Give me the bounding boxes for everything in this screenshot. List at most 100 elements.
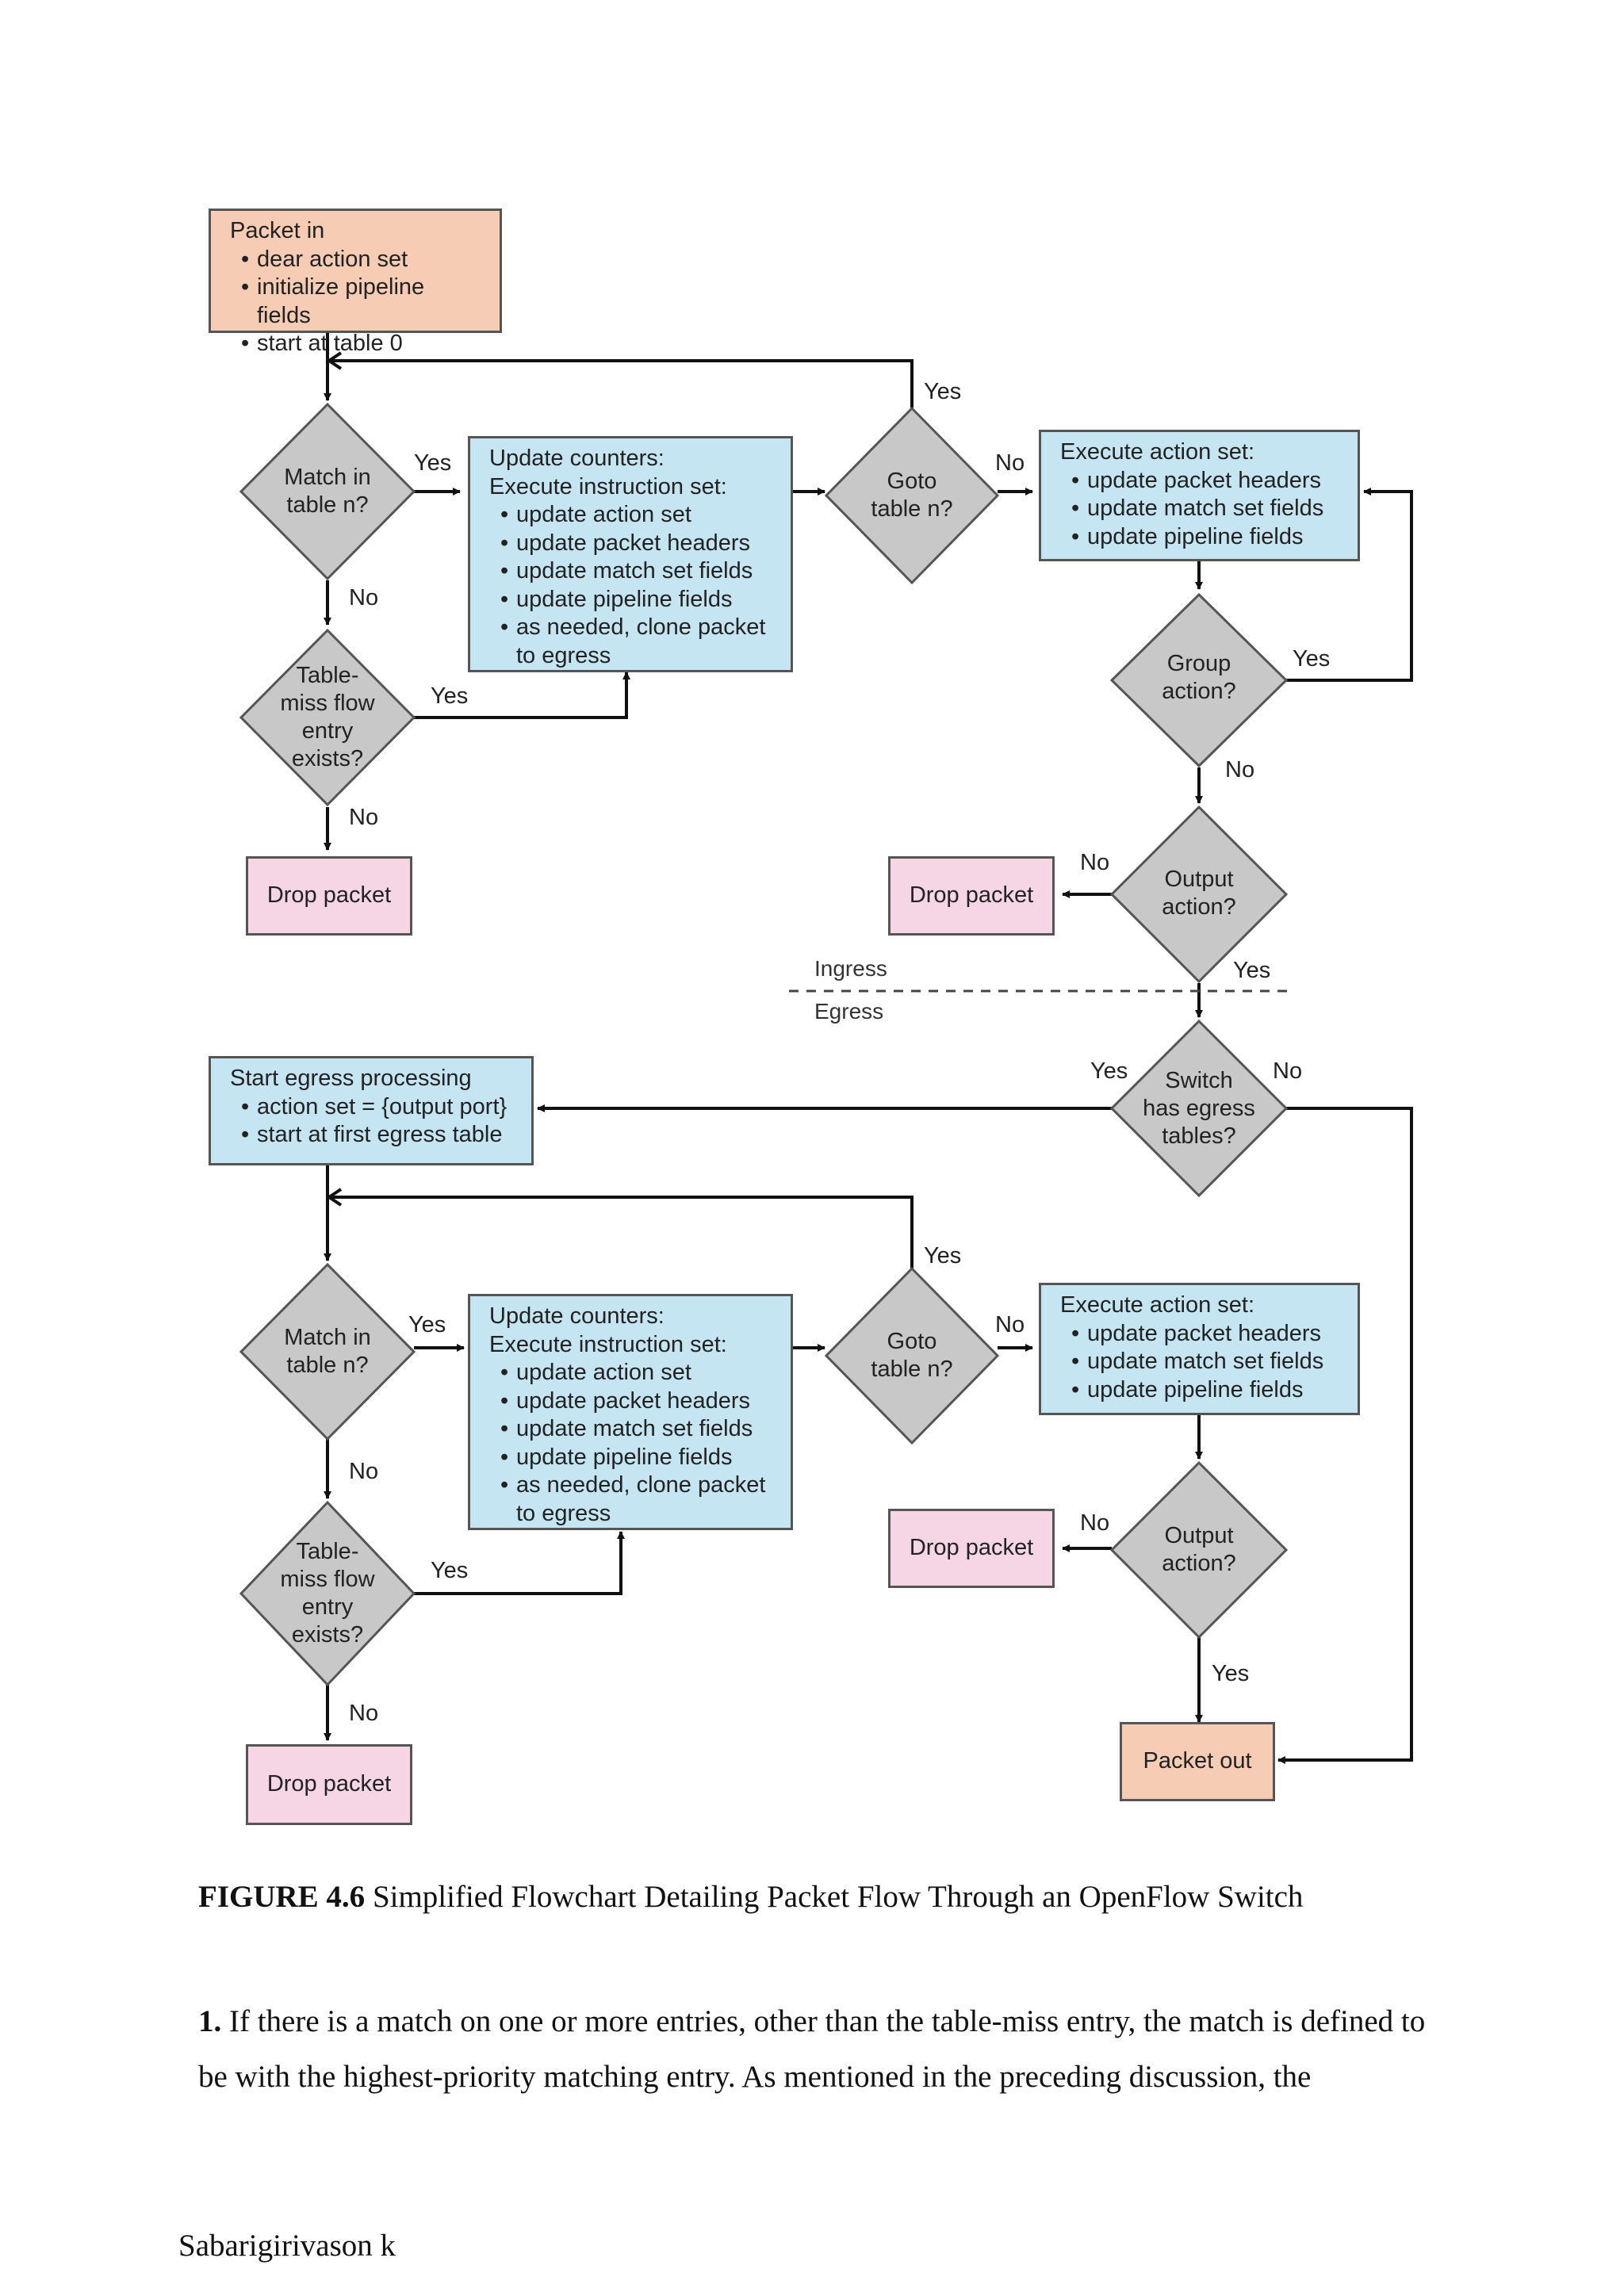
- update-item: as needed, clone packet: [500, 1471, 772, 1500]
- yes-label: Yes: [414, 450, 452, 476]
- table-miss-decision: Table- miss flow entry exists?: [265, 1534, 390, 1653]
- packet-in-item: start at table 0: [241, 330, 481, 358]
- table-miss-text: miss flow: [280, 1567, 375, 1592]
- match-text: Match in: [284, 465, 371, 490]
- no-label: No: [349, 805, 379, 830]
- update-list: update action set update packet headers …: [489, 501, 772, 642]
- update-item: update action set: [500, 501, 772, 530]
- exec-item: update packet headers: [1071, 467, 1339, 496]
- figure-caption-text: Simplified Flowchart Detailing Packet Fl…: [372, 1880, 1304, 1914]
- egress-label: Egress: [814, 999, 884, 1024]
- drop-packet-box: Drop packet: [888, 1509, 1055, 1588]
- update-subtitle: Execute instruction set:: [489, 1331, 727, 1357]
- yes-label: Yes: [924, 1243, 962, 1269]
- no-label: No: [995, 1312, 1025, 1337]
- drop-packet-box: Drop packet: [888, 856, 1055, 936]
- no-label: No: [1080, 1510, 1110, 1536]
- no-label: No: [1273, 1058, 1303, 1084]
- update-item: update match set fields: [500, 557, 772, 586]
- figure-caption: FIGURE 4.6 Simplified Flowchart Detailin…: [198, 1879, 1303, 1915]
- yes-label: Yes: [1293, 646, 1331, 672]
- paragraph-number: 1.: [198, 2004, 222, 2038]
- output-text: Output: [1164, 1523, 1234, 1548]
- start-egress-item: action set = {output port}: [241, 1093, 512, 1122]
- packet-in-item: initialize pipeline fields: [241, 274, 481, 330]
- drop-packet-label: Drop packet: [909, 1535, 1034, 1561]
- update-tail: to egress: [516, 642, 611, 668]
- match-text: Match in: [284, 1325, 371, 1350]
- output-text: action?: [1162, 894, 1236, 920]
- no-label: No: [1080, 850, 1110, 875]
- drop-packet-label: Drop packet: [909, 882, 1034, 909]
- exec-list: update packet headers update match set f…: [1060, 467, 1339, 552]
- execute-action-set-box: Execute action set: update packet header…: [1039, 430, 1360, 561]
- packet-in-title: Packet in: [230, 218, 325, 243]
- switch-text: tables?: [1162, 1123, 1236, 1149]
- exec-item: update pipeline fields: [1071, 523, 1339, 552]
- switch-egress-decision: Switch has egress tables?: [1132, 1062, 1266, 1154]
- author-footer: Sabarigirivason k: [178, 2229, 396, 2263]
- no-label: No: [349, 1701, 379, 1726]
- update-item: update match set fields: [500, 1415, 772, 1444]
- table-miss-text: entry: [301, 1594, 354, 1620]
- match-text: table n?: [286, 492, 369, 518]
- table-miss-text: exists?: [291, 1622, 364, 1647]
- exec-item: update pipeline fields: [1071, 1376, 1339, 1405]
- goto-text: table n?: [871, 1357, 953, 1382]
- update-list: update action set update packet headers …: [489, 1359, 772, 1500]
- table-miss-decision: Table- miss flow entry exists?: [265, 658, 390, 777]
- connector-lines: [324, 333, 1413, 1764]
- exec-item: update match set fields: [1071, 495, 1339, 523]
- start-egress-box: Start egress processing action set = {ou…: [209, 1056, 534, 1165]
- body-paragraph: 1. If there is a match on one or more en…: [198, 1994, 1435, 2105]
- ingress-label: Ingress: [814, 956, 887, 981]
- exec-item: update match set fields: [1071, 1348, 1339, 1376]
- goto-text: Goto: [887, 469, 937, 494]
- table-miss-text: Table-: [296, 1539, 359, 1564]
- exec-title: Execute action set:: [1060, 439, 1255, 465]
- packet-in-item: dear action set: [241, 246, 481, 274]
- switch-text: Switch: [1165, 1067, 1233, 1093]
- yes-label: Yes: [408, 1312, 446, 1337]
- yes-label: Yes: [431, 1558, 469, 1583]
- match-text: table n?: [286, 1353, 369, 1378]
- yes-label: Yes: [924, 379, 962, 404]
- drop-packet-label: Drop packet: [266, 1771, 392, 1797]
- update-item: update packet headers: [500, 530, 772, 558]
- match-decision: Match in table n?: [257, 1300, 398, 1403]
- group-text: action?: [1162, 679, 1236, 704]
- packet-out-label: Packet out: [1143, 1748, 1252, 1774]
- execute-action-set-box: Execute action set: update packet header…: [1039, 1283, 1360, 1415]
- drop-packet-label: Drop packet: [266, 882, 392, 909]
- switch-text: has egress: [1143, 1095, 1255, 1121]
- yes-label: Yes: [1233, 958, 1271, 983]
- yes-label: Yes: [1212, 1661, 1250, 1686]
- packet-out-box: Packet out: [1120, 1722, 1275, 1801]
- update-item: update pipeline fields: [500, 1444, 772, 1472]
- update-tail: to egress: [516, 1500, 611, 1526]
- start-egress-title: Start egress processing: [230, 1066, 472, 1091]
- table-miss-text: entry: [301, 718, 354, 744]
- update-subtitle: Execute instruction set:: [489, 473, 727, 499]
- table-miss-text: miss flow: [280, 691, 375, 716]
- table-miss-text: Table-: [296, 663, 359, 688]
- table-miss-text: exists?: [291, 746, 364, 771]
- paragraph-text: If there is a match on one or more entri…: [198, 2004, 1426, 2094]
- drop-packet-box: Drop packet: [246, 856, 412, 936]
- start-egress-item: start at first egress table: [241, 1121, 512, 1150]
- diamond-shapes: [239, 402, 1289, 1687]
- update-counters-box: Update counters: Execute instruction set…: [468, 1294, 793, 1530]
- update-item: as needed, clone packet: [500, 614, 772, 642]
- no-label: No: [995, 450, 1025, 476]
- no-label: No: [349, 585, 379, 610]
- yes-label: Yes: [1090, 1058, 1128, 1084]
- no-label: No: [1225, 757, 1255, 783]
- output-text: Output: [1164, 867, 1234, 892]
- yes-label: Yes: [431, 683, 469, 709]
- group-text: Group: [1166, 651, 1231, 676]
